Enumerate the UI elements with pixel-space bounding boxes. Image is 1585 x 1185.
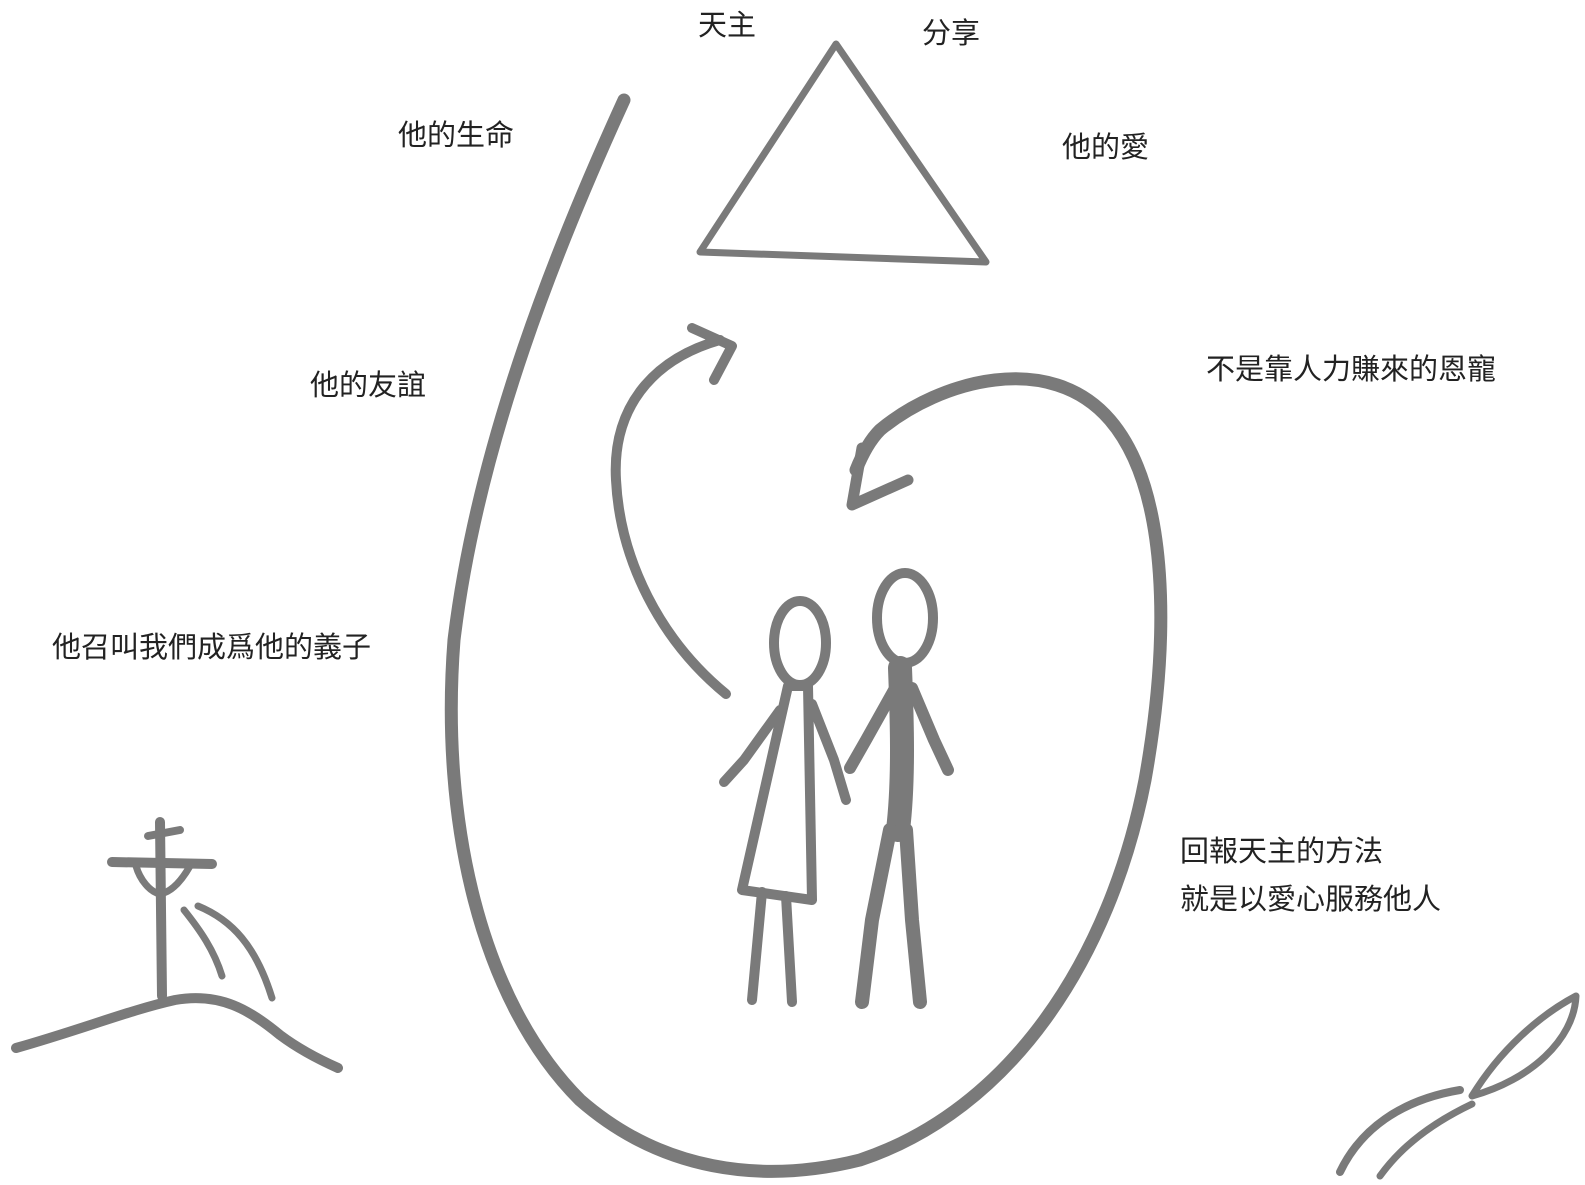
stem-1	[1336, 1086, 1464, 1176]
man-body	[886, 656, 914, 842]
leaf-shape	[1468, 992, 1580, 1100]
label-repay-line-1: 回報天主的方法	[1180, 834, 1384, 868]
woman-head	[769, 596, 831, 690]
man-head	[872, 568, 938, 668]
man-figure	[844, 568, 954, 1009]
stem-2	[1376, 1100, 1476, 1180]
woman-right-arm	[807, 699, 851, 805]
cross-on-hill	[11, 817, 343, 1073]
upward-arrowhead	[687, 323, 737, 385]
man-left-leg	[855, 823, 897, 1009]
woman-legs	[747, 887, 797, 1007]
woman-left-arm	[719, 705, 785, 787]
cross-vertical	[155, 817, 167, 1001]
upward-arrow	[610, 335, 731, 699]
woman-figure	[719, 596, 851, 1007]
label-his-friendship: 他的友誼	[310, 368, 427, 402]
label-share: 分享	[922, 16, 981, 50]
cross-top-mark	[144, 826, 184, 840]
light-ray-1	[180, 906, 226, 980]
man-right-arm	[906, 682, 954, 776]
light-ray-2	[194, 902, 276, 1002]
label-grace: 不是靠人力賺來的恩寵	[1206, 352, 1497, 386]
label-god: 天主	[698, 8, 757, 42]
man-left-arm	[844, 684, 900, 774]
label-his-life: 他的生命	[398, 118, 515, 152]
enclosing-loop-arrow	[444, 93, 1168, 1178]
label-repay-line-2: 就是以愛心服務他人	[1180, 882, 1442, 916]
label-adopted-children: 他召叫我們成爲他的義子	[52, 630, 372, 664]
hill-line	[11, 993, 343, 1073]
man-right-leg	[899, 823, 927, 1009]
woman-dress	[737, 681, 817, 905]
label-his-love: 他的愛	[1062, 130, 1150, 164]
crucified-figure	[132, 862, 194, 898]
leaf-sprout	[1336, 992, 1580, 1180]
trinity-triangle	[696, 40, 990, 266]
cross-horizontal	[107, 857, 217, 869]
loop-arrowhead	[846, 442, 914, 511]
